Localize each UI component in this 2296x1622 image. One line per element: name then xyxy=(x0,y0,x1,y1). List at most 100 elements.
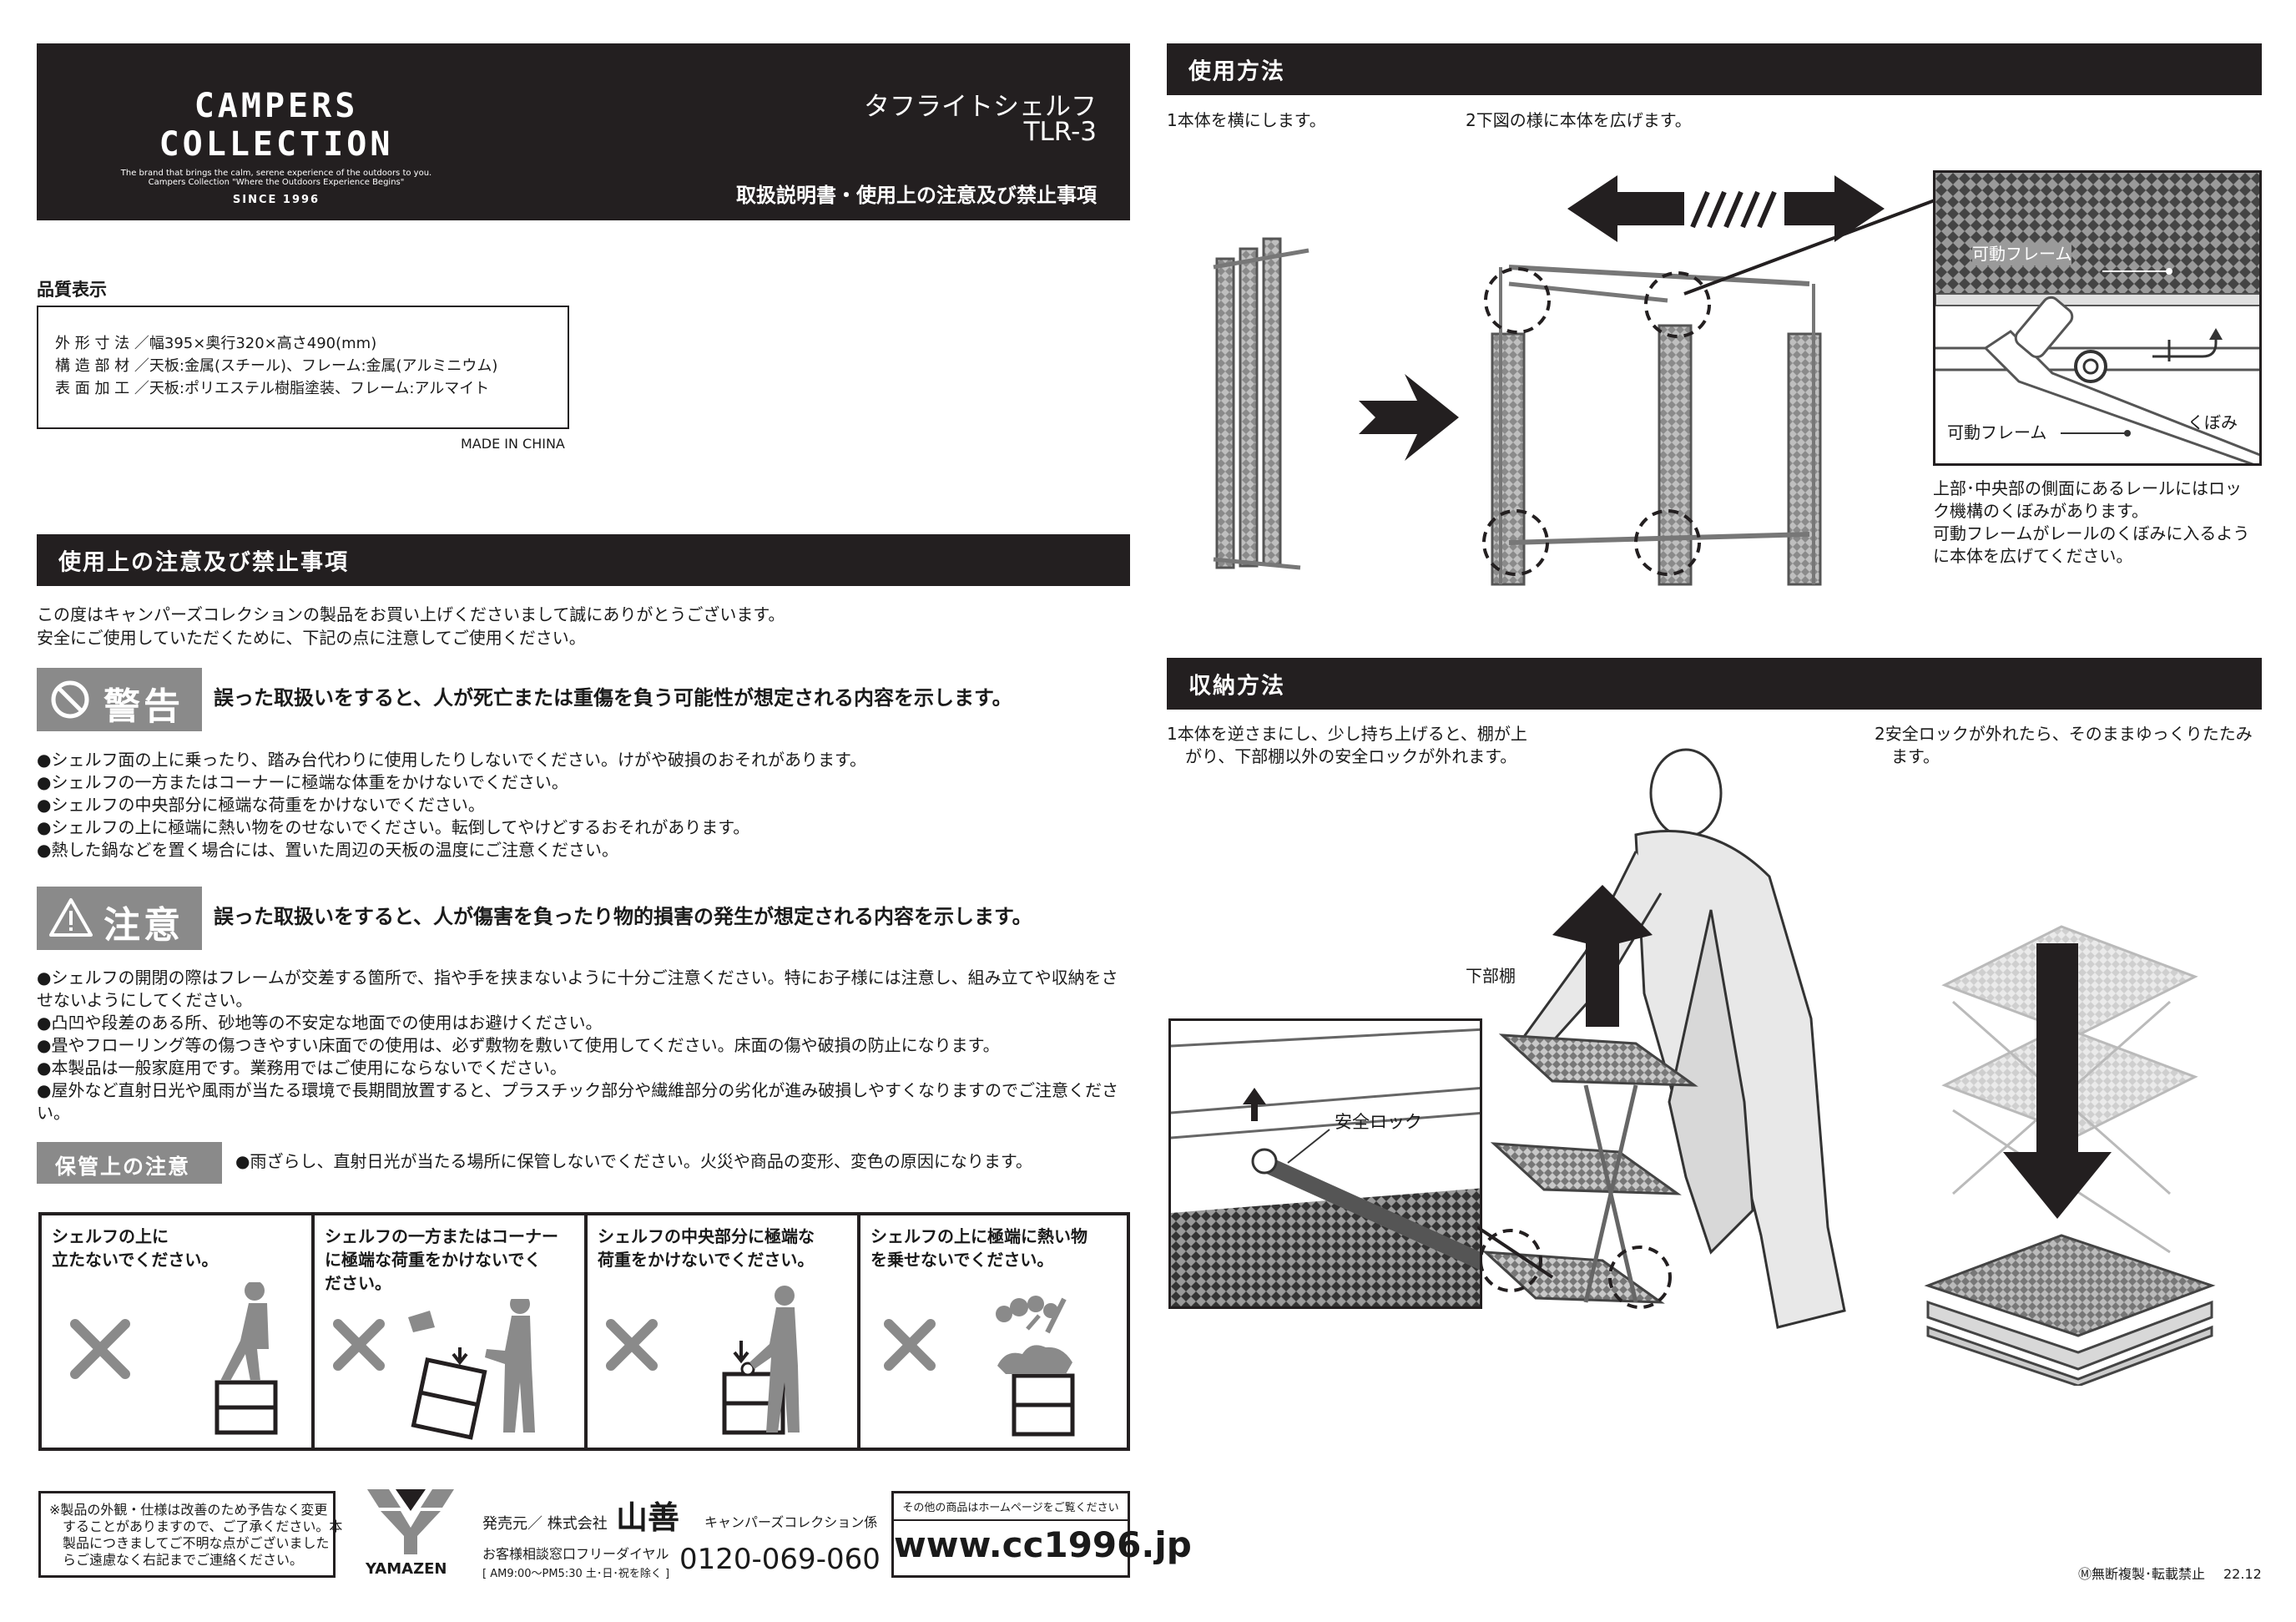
website-box: その他の商品はホームページをご覧ください www.cc1996.jp xyxy=(891,1491,1192,1578)
usage-note: に本体を広げてください。 xyxy=(1933,546,2133,566)
panel-text: に極端な荷重をかけないでく xyxy=(325,1250,542,1270)
lock-icon xyxy=(1251,1148,1278,1175)
made-in-china: MADE IN CHINA xyxy=(461,436,565,452)
label-lower-shelf: 下部棚 xyxy=(1466,966,1516,986)
usage-header: 使用方法 xyxy=(1167,43,2262,95)
detail-circle xyxy=(1482,509,1549,576)
caution-item: ●シェルフの開閉の際はフレームが交差する箇所で、指や手を挟まないように十分ご注意… xyxy=(37,968,1118,1010)
usage-note: 可動フレームがレールのくぼみに入るよう xyxy=(1933,523,2250,543)
cautions-title: 使用上の注意及び禁止事項 xyxy=(58,549,349,576)
storage-badge: 保管上の注意 xyxy=(37,1142,222,1184)
expand-arrows-icon xyxy=(1567,175,1885,242)
storage-fold-illustration xyxy=(1924,925,2216,1386)
arrow-right-icon xyxy=(1359,374,1459,461)
caution-description: 誤った取扱いをすると、人が傷害を負ったり物的損害の発生が想定される内容を示します… xyxy=(214,905,1032,928)
detail-circle xyxy=(1484,267,1551,334)
pictogram-panels: シェルフの上に 立たないでください。 シェルフの一方またはコーナー に極端な荷重… xyxy=(38,1212,1130,1451)
arrow-down-icon xyxy=(2003,943,2112,1219)
footer-notice: ※製品の外観・仕様は改善のため予告なく変更 xyxy=(49,1502,328,1518)
storage-label: 保管上の注意 xyxy=(55,1155,191,1179)
safety-lock-inset: 安全ロック xyxy=(1168,1018,1482,1309)
caution-item: ●凸凹や段差のある所、砂地等の不安定な地面での使用はお避けください。 xyxy=(37,1013,603,1033)
warning-triangle-icon xyxy=(49,898,93,937)
panel-no-corner-load: シェルフの一方またはコーナー に極端な荷重をかけないでく ださい。 xyxy=(315,1215,584,1448)
cautions-intro-1: この度はキャンパーズコレクションの製品をお買い上げくださいまして誠にありがとうご… xyxy=(37,604,785,624)
brand-logo: CAMPERS COLLECTION The brand that brings… xyxy=(80,87,472,206)
support-hours: [ AM9:00〜PM5:30 土･日･祝を除く ] xyxy=(482,1568,670,1580)
caution-item: ●屋外など直射日光や風雨が当たる環境で長期間放置すると、プラスチック部分や繊維部… xyxy=(37,1080,1119,1123)
header-bar: CAMPERS COLLECTION The brand that brings… xyxy=(37,43,1130,220)
website-url[interactable]: www.cc1996.jp xyxy=(894,1524,1192,1565)
no-hot-items-pictogram xyxy=(884,1296,1075,1437)
panel-text: シェルフの上に xyxy=(52,1226,169,1246)
footer-notice: することがありますので、ご了承ください。本 xyxy=(63,1518,343,1534)
caution-badge: 注意 xyxy=(37,887,202,950)
detail-circle xyxy=(1608,1246,1672,1309)
lifted-shelf xyxy=(1481,1033,1698,1304)
storage-step-2: 2安全ロックが外れたら、そのままゆっくりたたみ xyxy=(1875,724,2253,744)
brand-tagline: The brand that brings the calm, serene e… xyxy=(120,169,432,178)
website-label: その他の商品はホームページをご覧ください xyxy=(894,1498,1128,1521)
detail-circle xyxy=(1634,509,1701,576)
usage-detail-inset: 可動フレーム 可動フレーム くぼみ xyxy=(1933,170,2262,466)
quality-finish: 表 面 加 工 ／天板:ポリエステル樹脂塗装、フレーム:アルマイト xyxy=(55,380,490,397)
usage-step-2: 2下図の様に本体を広げます。 xyxy=(1466,110,1692,130)
warning-description: 誤った取扱いをすると、人が死亡または重傷を負う可能性が想定される内容を示します。 xyxy=(214,686,1012,710)
warning-item: ●シェルフ面の上に乗ったり、踏み台代わりに使用したりしないでください。けがや破損… xyxy=(37,750,867,770)
usage-note: 上部･中央部の側面にあるレールにはロッ xyxy=(1933,478,2242,498)
caution-item: ●畳やフローリング等の傷つきやすい床面での使用は、必ず敷物を敷いて使用してくださ… xyxy=(37,1035,1000,1055)
panel-text: 荷重をかけないでください。 xyxy=(598,1250,815,1270)
warning-item: ●シェルフの上に極端に熱い物をのせないでください。転倒してやけどするおそれがあり… xyxy=(37,817,750,837)
yamazen-logo-icon xyxy=(367,1489,454,1554)
prohibit-x-icon xyxy=(606,1319,658,1371)
usage-step-1: 1本体を横にします。 xyxy=(1167,110,1326,130)
seller-department: キャンパーズコレクション係 xyxy=(704,1514,878,1530)
arrow-up-icon xyxy=(1243,1088,1266,1121)
document-title: 取扱説明書・使用上の注意及び禁止事項 xyxy=(736,184,1097,207)
panel-no-hot-items: シェルフの上に極端に熱い物 を乗せないでください。 xyxy=(860,1215,1130,1448)
usage-illustration xyxy=(1213,175,1935,586)
brand-name: CAMPERS COLLECTION xyxy=(159,87,394,164)
quality-box: 外 形 寸 法 ／幅395×奥行320×高さ490(mm) 構 造 部 材 ／天… xyxy=(37,306,569,429)
product-name: タフライトシェルフ xyxy=(864,92,1097,122)
warning-item: ●シェルフの一方またはコーナーに極端な体重をかけないでください。 xyxy=(37,772,568,792)
warning-badge: 警告 xyxy=(37,668,202,731)
panel-text: シェルフの中央部分に極端な xyxy=(598,1226,815,1246)
arrow-up-icon xyxy=(1552,885,1653,1027)
warning-item: ●熱した鍋などを置く場合には、置いた周辺の天板の温度にご注意ください。 xyxy=(37,840,619,860)
product-model: TLR-3 xyxy=(1023,117,1097,147)
brand-since: SINCE 1996 xyxy=(232,194,320,206)
panel-text: シェルフの一方またはコーナー xyxy=(325,1226,558,1246)
caution-label: 注意 xyxy=(103,904,184,947)
storage-step-1: 1本体を逆さまにし、少し持ち上げると、棚が上 xyxy=(1167,724,1527,744)
caution-item: ●本製品は一般家庭用です。業務用ではご使用にならないでください。 xyxy=(37,1058,567,1078)
quality-dimensions: 外 形 寸 法 ／幅395×奥行320×高さ490(mm) xyxy=(55,335,377,352)
footer-notice: 製品につきましてご不明な点がございました xyxy=(63,1535,330,1551)
panel-text: シェルフの上に極端に熱い物 xyxy=(870,1226,1087,1246)
detail-circle xyxy=(1644,271,1711,338)
warning-label: 警告 xyxy=(103,685,184,728)
detail-circle xyxy=(1479,1229,1542,1292)
document-version: 22.12 xyxy=(2223,1566,2262,1582)
label-safety-lock: 安全ロック xyxy=(1335,1112,1422,1132)
seller-prefix: 発売元／ 株式会社 xyxy=(482,1515,608,1533)
usage-note: ク機構のくぼみがあります。 xyxy=(1933,501,2148,521)
storage-method-title: 収納方法 xyxy=(1188,673,1285,700)
copyright-notice: Ⓜ無断複製･転載禁止 xyxy=(2078,1566,2206,1582)
prohibit-x-icon xyxy=(333,1319,385,1371)
arrow-up-icon xyxy=(2209,328,2223,340)
support-phone: 0120-069-060 xyxy=(679,1543,881,1576)
prohibit-x-icon xyxy=(70,1319,130,1379)
no-center-load-pictogram xyxy=(606,1286,800,1435)
footer-notice-box: ※製品の外観・仕様は改善のため予告なく変更 することがありますので、ご了承くださ… xyxy=(38,1491,342,1578)
panel-text: を乗せないでください。 xyxy=(870,1250,1054,1270)
label-notch: くぼみ xyxy=(2188,412,2238,432)
quality-materials: 構 造 部 材 ／天板:金属(スチール)、フレーム:金属(アルミニウム) xyxy=(55,357,498,375)
prohibited-icon xyxy=(51,680,89,719)
support-label: お客様相談窓口フリーダイヤル xyxy=(482,1546,669,1562)
warning-item: ●シェルフの中央部分に極端な荷重をかけないでください。 xyxy=(37,795,485,815)
storage-method-header: 収納方法 xyxy=(1167,658,2262,710)
storage-text: ●雨ざらし、直射日光が当たる場所に保管しないでください。火災や商品の変形、変色の… xyxy=(235,1151,1032,1171)
brand-tagline-2: Campers Collection "Where the Outdoors E… xyxy=(148,178,405,187)
seller-name: 山善 xyxy=(616,1498,680,1536)
